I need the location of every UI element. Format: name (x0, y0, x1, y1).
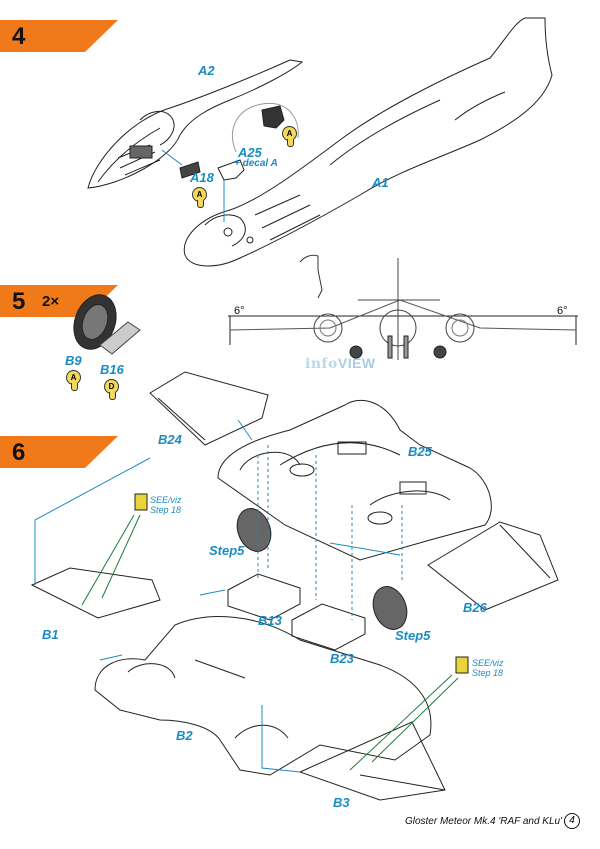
label-a1: A1 (372, 175, 389, 190)
part-b24-outline (149, 371, 269, 446)
ref-step5-right: Step5 (395, 628, 431, 643)
footer-title: Gloster Meteor Mk.4 'RAF and KLu' (404, 816, 562, 827)
dihedral-right-label: 6° (557, 305, 568, 317)
step-number: 5 (12, 288, 26, 315)
info-view-prefix: info (305, 356, 338, 372)
part-b1-outline (30, 567, 161, 619)
see-viz-label-1: SEE/viz (150, 495, 182, 505)
label-b23: B23 (330, 651, 354, 666)
label-b16: B16 (100, 362, 124, 377)
label-b9: B9 (65, 353, 82, 368)
see-viz-label-2: SEE/viz (472, 658, 504, 668)
info-view-word: VIEW (337, 355, 376, 371)
label-b3: B3 (333, 795, 350, 810)
paint-code-a25: A (282, 126, 297, 147)
step-5-header: 5 2× (0, 285, 120, 317)
step-number: 4 (12, 23, 26, 50)
see-viz-flag-2 (455, 656, 469, 674)
label-b2: B2 (176, 728, 193, 743)
label-a25: A25 (238, 145, 262, 160)
label-b26: B26 (463, 600, 487, 615)
see-viz-flag-1 (134, 493, 148, 511)
step-6-tab (0, 436, 118, 468)
label-b13: B13 (258, 613, 282, 628)
part-b26-outline (427, 521, 559, 611)
step18-label-2: Step 18 (472, 668, 504, 678)
step-4-header: 4 (0, 20, 120, 52)
part-a2-outline (87, 59, 304, 189)
step-multiplier: 2× (42, 293, 60, 310)
step-4-tab (0, 20, 118, 52)
step-number: 6 (12, 439, 26, 466)
label-b25: B25 (408, 444, 432, 459)
paint-code-a18: A (192, 187, 207, 208)
part-b2-outline (94, 616, 432, 776)
label-a2: A2 (198, 63, 215, 78)
part-b13-outline (227, 573, 301, 621)
step18-label-1: Step 18 (150, 505, 182, 515)
info-view-logo: infoVIEW (305, 355, 376, 372)
page-number: 4 (564, 813, 580, 829)
part-a1-outline (183, 17, 553, 267)
part-b23-outline (291, 603, 366, 651)
step-6-header: 6 (0, 436, 120, 468)
label-a18: A18 (190, 170, 214, 185)
ref-step5-left: Step5 (209, 543, 245, 558)
paint-code-b9: A (66, 370, 81, 391)
part-b25-outline (217, 399, 492, 561)
label-b1: B1 (42, 627, 59, 642)
label-b24: B24 (158, 432, 182, 447)
dihedral-left-label: 6° (234, 305, 245, 317)
part-b16 (99, 321, 141, 355)
paint-code-b16: D (104, 379, 119, 400)
label-a25-note: + decal A (234, 158, 278, 169)
